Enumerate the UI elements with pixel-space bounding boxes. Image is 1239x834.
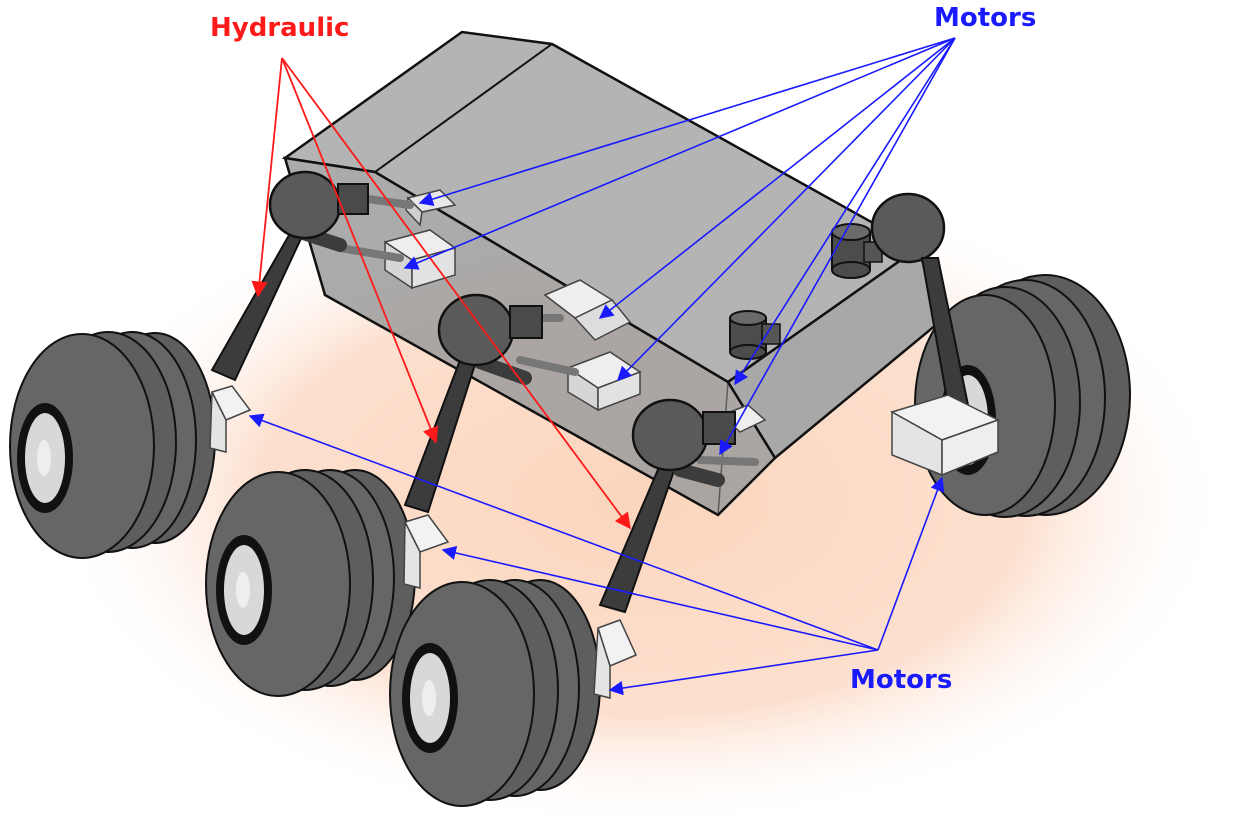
motor-arrows-top bbox=[403, 37, 956, 456]
internal-motors bbox=[336, 189, 767, 466]
motor-box-middle-left bbox=[403, 514, 450, 589]
motors-label-bottom: Motors bbox=[850, 665, 952, 695]
wheel-middle-left bbox=[205, 469, 416, 697]
motor-box-front-left bbox=[209, 385, 252, 453]
leg-back-right bbox=[870, 192, 970, 406]
hydraulic-label: Hydraulic bbox=[210, 13, 349, 43]
wheel-front-left bbox=[9, 331, 216, 559]
wheel-rear-left bbox=[389, 579, 601, 807]
hydraulic-arrows bbox=[251, 57, 631, 530]
motor-box-back-right bbox=[890, 394, 1000, 477]
leg-rear-left bbox=[598, 398, 736, 614]
motor-top-front bbox=[729, 310, 781, 360]
leg-front-left bbox=[210, 170, 369, 382]
motors-label-top: Motors bbox=[934, 3, 1036, 33]
motor-arrows-bottom bbox=[248, 413, 945, 696]
motor-box-rear-left bbox=[593, 619, 638, 699]
leg-middle-left bbox=[403, 293, 543, 514]
